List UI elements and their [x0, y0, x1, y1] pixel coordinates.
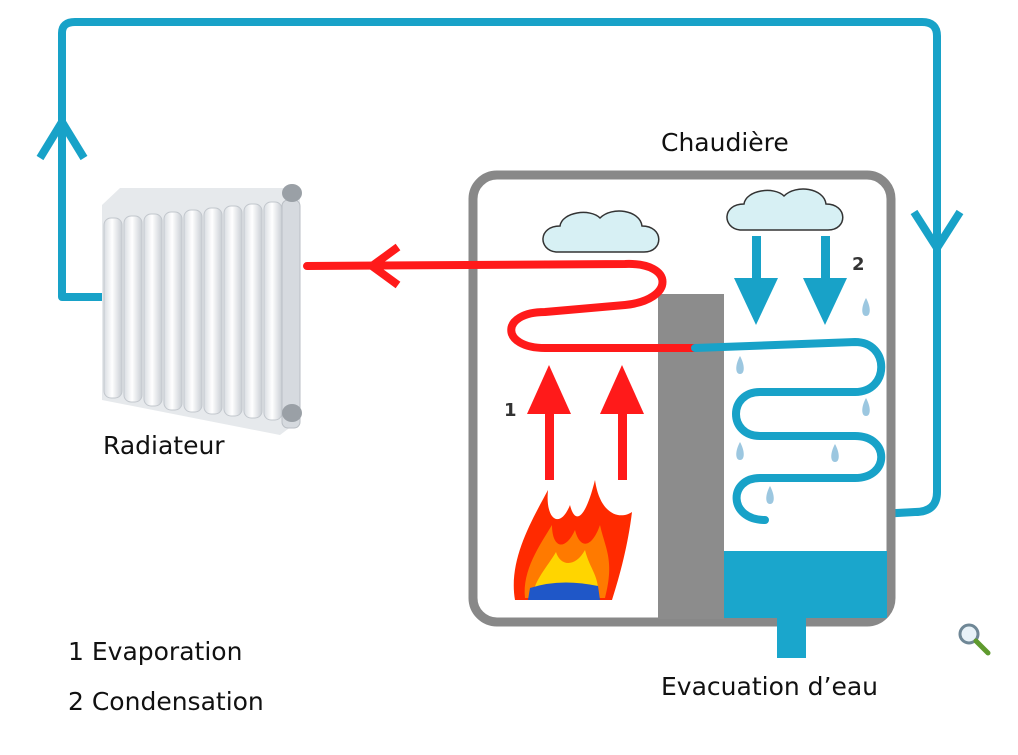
- droplet-icon: [862, 298, 870, 316]
- radiator-label: Radiateur: [103, 431, 225, 460]
- drain-label: Evacuation d’eau: [661, 672, 879, 701]
- step-2-marker: 2: [852, 254, 865, 275]
- legend-item-condensation: 2 Condensation: [68, 687, 264, 716]
- cold-return-pipe: [58, 18, 941, 524]
- droplet-icon: [766, 486, 774, 504]
- radiator-image: [102, 184, 302, 435]
- water-reservoir: [724, 551, 887, 618]
- heat-arrow-2: [600, 365, 644, 480]
- hot-pipe: [303, 259, 699, 352]
- left-arrow: [368, 243, 401, 289]
- legend-item-evaporation: 1 Evaporation: [68, 637, 243, 666]
- droplets: [736, 298, 870, 504]
- separator-wall: [658, 294, 724, 619]
- steam-cloud-right: [726, 188, 844, 231]
- condensing-coil: [691, 338, 886, 524]
- boiler-label: Chaudière: [661, 128, 789, 157]
- droplet-icon: [862, 398, 870, 416]
- down-arrow-right: [910, 209, 964, 252]
- droplet-icon: [736, 356, 744, 374]
- up-arrow-left: [36, 118, 88, 161]
- step-1-marker: 1: [504, 400, 517, 421]
- flame-icon: [513, 480, 632, 600]
- heat-arrow-1: [527, 365, 571, 480]
- cool-arrow-1: [734, 236, 778, 325]
- zoom-icon[interactable]: [958, 623, 991, 656]
- drain-pipe: [777, 618, 806, 658]
- droplet-icon: [831, 444, 839, 462]
- steam-cloud-left: [542, 210, 660, 253]
- cool-arrow-2: [803, 236, 847, 325]
- droplet-icon: [736, 442, 744, 460]
